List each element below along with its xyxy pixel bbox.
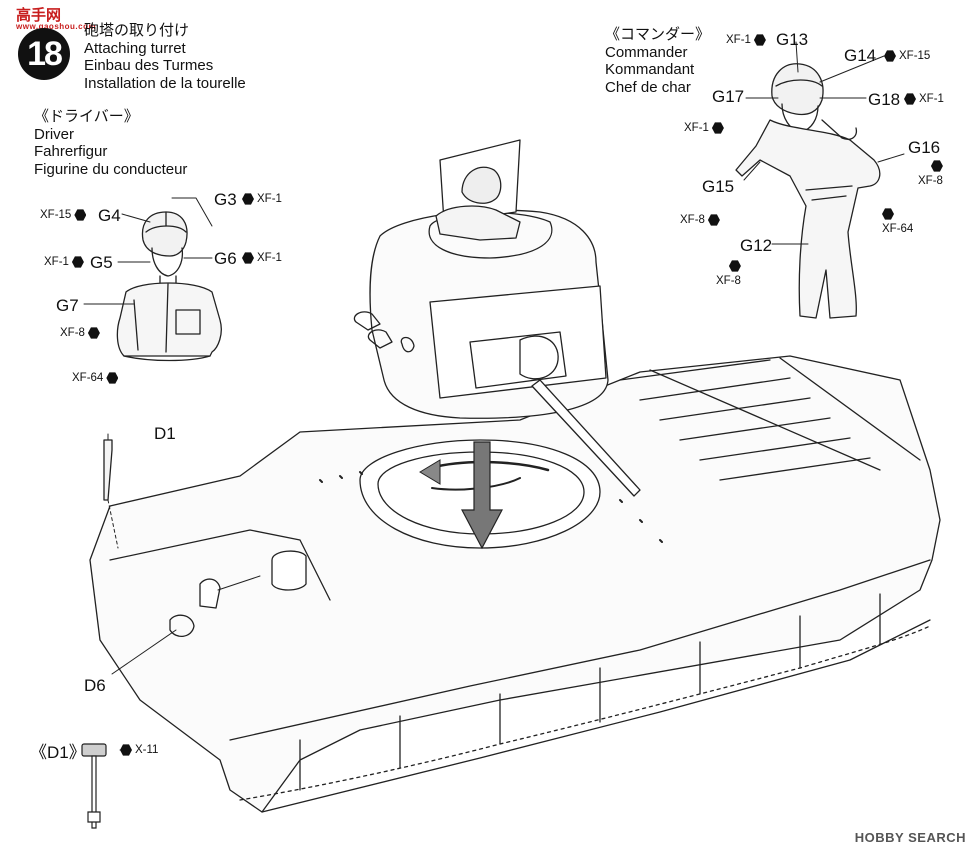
part-g17-label: G17 (712, 87, 745, 106)
paint-hex-icon (74, 209, 87, 221)
site-watermark: 高手网 www.gaoshou.com (16, 4, 96, 31)
part-g16-label: G16 (908, 138, 941, 157)
paint-g12: XF-8 (716, 260, 741, 287)
part-g4-label: G4 (98, 206, 121, 225)
driver-fr: Figurine du conducteur (34, 160, 188, 178)
paint-hex-icon (242, 193, 254, 205)
commander-fr: Chef de char (605, 78, 691, 96)
paint-g5: XF-1 (44, 256, 84, 268)
paint-hex-icon (711, 122, 724, 134)
step-title: 砲塔の取り付け Attaching turret Einbau des Turm… (84, 22, 246, 92)
title-jp: 砲塔の取り付け (84, 22, 190, 39)
commander-en: Commander (605, 43, 688, 61)
part-d6-label: D6 (84, 676, 106, 695)
paint-d1: X-11 (120, 744, 158, 756)
driver-de: Fahrerfigur (34, 143, 108, 160)
paint-g7: XF-8 (60, 327, 100, 339)
driver-en: Driver (34, 125, 74, 143)
paint-hex-icon (753, 34, 766, 46)
commander-caption: 《コマンダー》 Commander Kommandant Chef de cha… (605, 26, 710, 96)
title-en: Attaching turret (84, 39, 186, 57)
rotation-arrow (419, 459, 441, 485)
part-g13-label: G13 (776, 30, 809, 49)
part-g5-label: G5 (90, 253, 113, 272)
paint-g14: XF-15 (884, 50, 930, 62)
paint-hex-icon (707, 214, 720, 226)
tank-hull-drawing (89, 355, 941, 813)
paint-g6: XF-1 (242, 252, 282, 264)
title-fr: Installation de la tourelle (84, 74, 246, 92)
watermark-url: www.gaoshou.com (16, 22, 97, 31)
part-d1-label: D1 (154, 424, 176, 443)
install-arrow (461, 441, 503, 550)
driver-figure-drawing (116, 211, 222, 362)
d1-detail-drawing (81, 743, 107, 829)
commander-de: Kommandant (605, 61, 695, 78)
paint-g16: XF-8 (918, 160, 943, 187)
paint-hex-icon (728, 260, 741, 272)
leader-lines (83, 41, 905, 751)
part-g14-label: G14 (844, 46, 877, 65)
paint-hex-icon (882, 208, 894, 220)
paint-g15: XF-8 (680, 214, 720, 226)
commander-jp: 《コマンダー》 (605, 26, 711, 43)
paint-hex-icon (106, 372, 119, 384)
part-g3-label: G3 (214, 190, 237, 209)
paint-g3: XF-1 (242, 193, 282, 205)
part-g18-label: G18 (868, 90, 901, 109)
part-g12-label: G12 (740, 236, 773, 255)
turret-drawing (353, 139, 641, 497)
driver-jp: 《ドライバー》 (34, 108, 139, 125)
paint-hex-icon (242, 252, 254, 264)
title-de: Einbau des Turmes (84, 57, 214, 74)
part-g7-label: G7 (56, 296, 79, 315)
paint-hex-icon (71, 256, 84, 268)
paint-hex-icon (120, 744, 132, 756)
commander-figure-drawing (735, 63, 881, 319)
paint-g18: XF-1 (904, 93, 944, 105)
paint-hex-icon (87, 327, 100, 339)
paint-g13: XF-1 (726, 34, 766, 46)
watermark-logo: 高手网 (16, 7, 62, 24)
paint-g17: XF-1 (684, 122, 724, 134)
paint-commander-base: XF-64 (882, 208, 913, 235)
footer-brand: HOBBY SEARCH (854, 830, 966, 845)
part-g6-label: G6 (214, 249, 237, 268)
paint-driver-base: XF-64 (72, 372, 119, 384)
paint-g4: XF-15 (40, 209, 87, 221)
part-g15-label: G15 (702, 177, 735, 196)
paint-hex-icon (930, 160, 943, 172)
paint-hex-icon (884, 50, 896, 62)
d1-detail-label: 《D1》 (30, 743, 86, 762)
paint-hex-icon (904, 93, 916, 105)
driver-caption: 《ドライバー》 Driver Fahrerfigur Figurine du c… (34, 108, 187, 178)
step-number-badge: 18 (18, 28, 70, 80)
